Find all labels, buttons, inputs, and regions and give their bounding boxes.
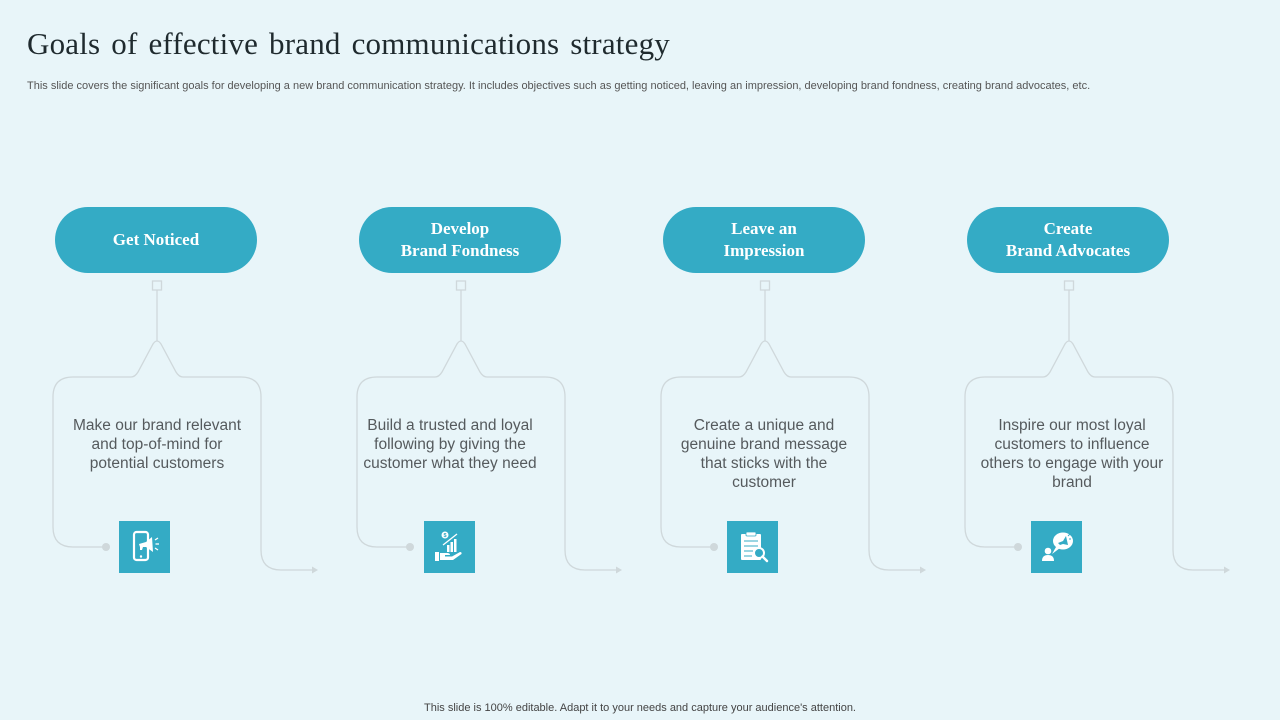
slide-footer: This slide is 100% editable. Adapt it to… [424,702,856,714]
goal-pill-get-noticed: Get Noticed [55,207,257,273]
svg-text:$: $ [443,533,446,539]
slide-subtitle: This slide covers the significant goals … [27,80,1091,92]
goal-description-get-noticed: Make our brand relevant and top-of-mind … [72,417,241,472]
icon-tile-develop-brand-fondness: $ [424,521,475,573]
goal-description-develop-brand-fondness: Build a trusted and loyal following by g… [363,417,537,472]
icon-tile-get-noticed [119,521,170,573]
hand-growth-chart-icon: $ [434,531,462,561]
user-speech-megaphone-icon [1041,532,1073,561]
icon-tile-create-brand-advocates [1031,521,1082,573]
slide-title: Goals of effective brand communications … [27,26,670,61]
icon-tile-leave-an-impression [727,521,778,573]
goal-description-leave-an-impression: Create a unique and genuine brand messag… [680,417,848,491]
goal-description-create-brand-advocates: Inspire our most loyal customers to infl… [980,417,1164,491]
goal-pill-leave-an-impression: Leave an Impression [663,207,865,273]
goal-pill-develop-brand-fondness: Develop Brand Fondness [359,207,561,273]
clipboard-search-icon [740,531,768,563]
goal-pill-create-brand-advocates: Create Brand Advocates [967,207,1169,273]
smartphone-megaphone-icon [132,530,159,562]
